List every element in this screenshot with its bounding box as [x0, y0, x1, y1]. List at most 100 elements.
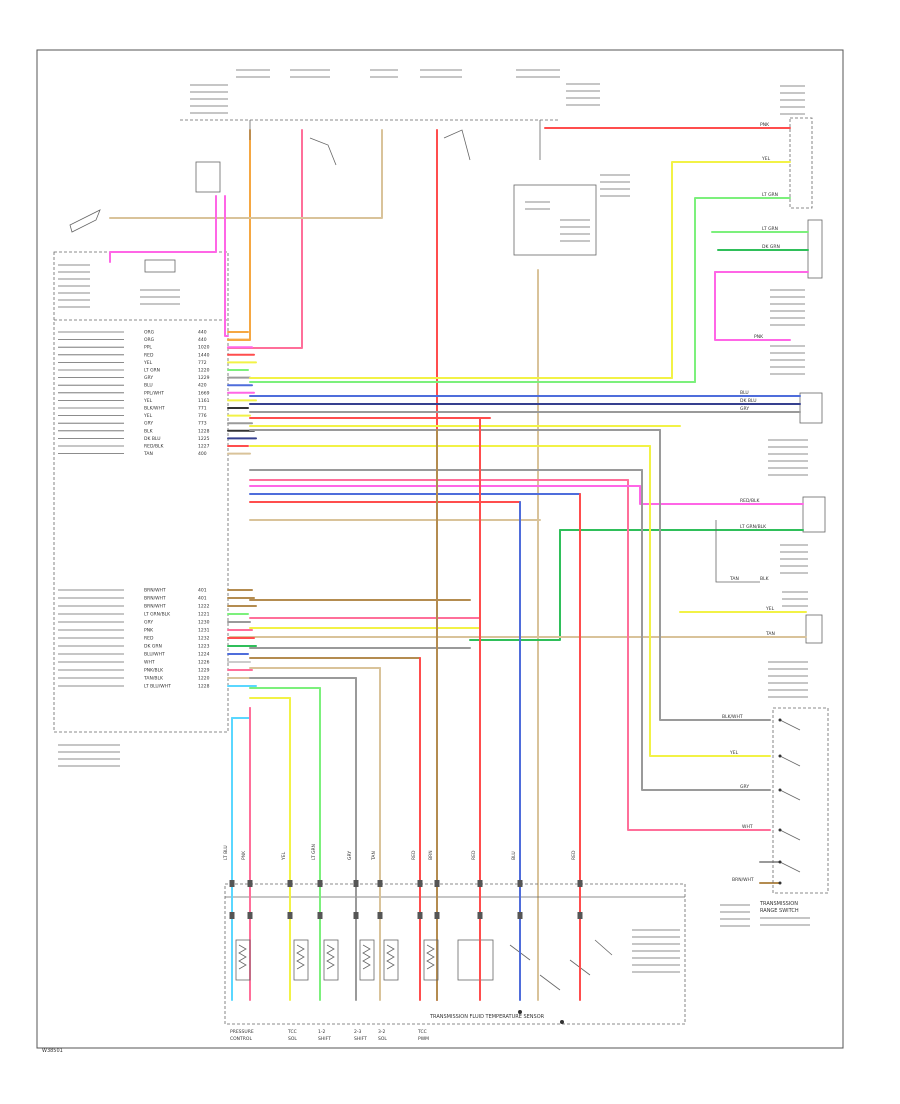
- bottom-harness-wire: RED: [411, 657, 423, 1001]
- bottom-wire-color: YEL: [281, 851, 287, 861]
- pcm-circuit-number: 772: [198, 360, 207, 366]
- solenoid-label: SOL: [378, 1036, 387, 1042]
- pin-terminal: [353, 912, 359, 919]
- pin-terminal: [247, 912, 253, 919]
- pcm-pin-row: ORG 440: [58, 330, 249, 336]
- solenoid-label: SHIFT: [354, 1036, 367, 1042]
- solenoid-coil: [235, 939, 251, 981]
- solenoid-label: 1-2: [318, 1029, 325, 1035]
- range-switch-caption: TRANSMISSION RANGE SWITCH: [720, 901, 810, 927]
- pcm-circuit-number: 776: [198, 413, 207, 419]
- bottom-wire-color: RED: [411, 850, 417, 860]
- right-wire-color: DK GRN: [762, 244, 780, 250]
- pin-terminal: [377, 912, 383, 919]
- pcm-circuit-number: 1161: [198, 398, 210, 404]
- bottom-harness-wire: BRN: [428, 429, 440, 1001]
- solenoid-label: SOL: [288, 1036, 297, 1042]
- pcm-circuit-number: 1227: [198, 444, 210, 450]
- pcm-circuit-number: 1228: [198, 684, 210, 690]
- splice-pack: [144, 259, 176, 273]
- pcm-wire-color: BRN/WHT: [144, 596, 166, 602]
- pin-terminal: [229, 880, 235, 887]
- solenoid-coil: [293, 939, 309, 981]
- pcm-circuit-number: 1228: [198, 428, 210, 434]
- range-switch-contacts: [778, 718, 801, 885]
- pin-terminal: [287, 912, 293, 919]
- right-wire-color: GRY: [740, 784, 749, 790]
- right-wire-color: WHT: [742, 824, 753, 830]
- pcm-wire-color: PNK/BLK: [144, 668, 164, 674]
- pcm-circuit-number: 1224: [198, 652, 210, 658]
- bottom-harness-wire: PNK: [241, 707, 253, 1001]
- solenoid-label: CONTROL: [230, 1036, 252, 1042]
- pcm-circuit-number: 401: [198, 588, 207, 594]
- solenoid-label: TCC: [417, 1029, 427, 1035]
- pcm-circuit-number: 1020: [198, 345, 210, 351]
- right-connector-tps: [799, 392, 823, 424]
- right-component-labels: [768, 85, 808, 698]
- pcm-wire-color: DK GRN: [144, 644, 162, 650]
- pcm-pin-row: BLU/WHT 1224: [58, 652, 249, 658]
- relay-box: [513, 184, 597, 256]
- pcm-wire-color: LT GRN: [144, 368, 160, 374]
- sensor-connector-top: [195, 161, 221, 193]
- solenoid-label: 3-2: [378, 1029, 385, 1035]
- range-switch-label-2: RANGE SWITCH: [760, 908, 799, 914]
- top-fuse-labels: [190, 69, 600, 114]
- bottom-harness-wire: GRY: [347, 677, 359, 1001]
- pin-terminal: [577, 912, 583, 919]
- pcm-circuit-number: 1220: [198, 676, 210, 682]
- coil-winding: [386, 944, 395, 970]
- coil-winding: [326, 944, 335, 970]
- relay-box-text: [525, 174, 630, 242]
- solenoid-label: SHIFT: [318, 1036, 331, 1042]
- pin-terminal: [517, 912, 523, 919]
- pcm-wire-color: PNK: [144, 628, 154, 634]
- pcm-circuit-number: 1225: [198, 436, 210, 442]
- right-wire-color: YEL: [729, 750, 739, 756]
- coil-winding: [296, 944, 305, 970]
- tft-sensor-body: [457, 939, 494, 981]
- pcm-wire-color: LT GRN/BLK: [144, 612, 171, 618]
- right-wire-color: BLU: [740, 390, 749, 396]
- pcm-circuit-number: 420: [198, 383, 207, 389]
- pcm-wire-color: RED/BLK: [144, 444, 165, 450]
- pcm-wire-color: ORG: [144, 330, 155, 336]
- bottom-wire-color: PNK: [241, 850, 247, 860]
- bottom-wire-color: TAN: [371, 851, 377, 861]
- pin-terminal: [434, 912, 440, 919]
- bottom-harness-wire: BLU: [511, 501, 523, 1001]
- range-switch-label-1: TRANSMISSION: [759, 901, 798, 907]
- pcm-circuit-number: 1229: [198, 375, 210, 381]
- pcm-circuit-number: 440: [198, 330, 207, 336]
- switch-symbol-left: [69, 209, 101, 233]
- right-connector-mid: [807, 219, 823, 279]
- solenoid-coil: [359, 939, 375, 981]
- bottom-harness-wire: RED: [471, 417, 483, 1001]
- bottom-harness-wire: TAN: [371, 667, 383, 1001]
- pcm-wire-color: GRY: [144, 620, 153, 626]
- pcm-wire-color: BLU/WHT: [144, 652, 165, 658]
- bottom-wire-color: LT BLU: [223, 845, 229, 860]
- bottom-harness-wire: LT GRN: [311, 687, 323, 1001]
- coil-winding: [362, 944, 371, 970]
- pin-terminal: [247, 880, 253, 887]
- solenoid-coil: [383, 939, 399, 981]
